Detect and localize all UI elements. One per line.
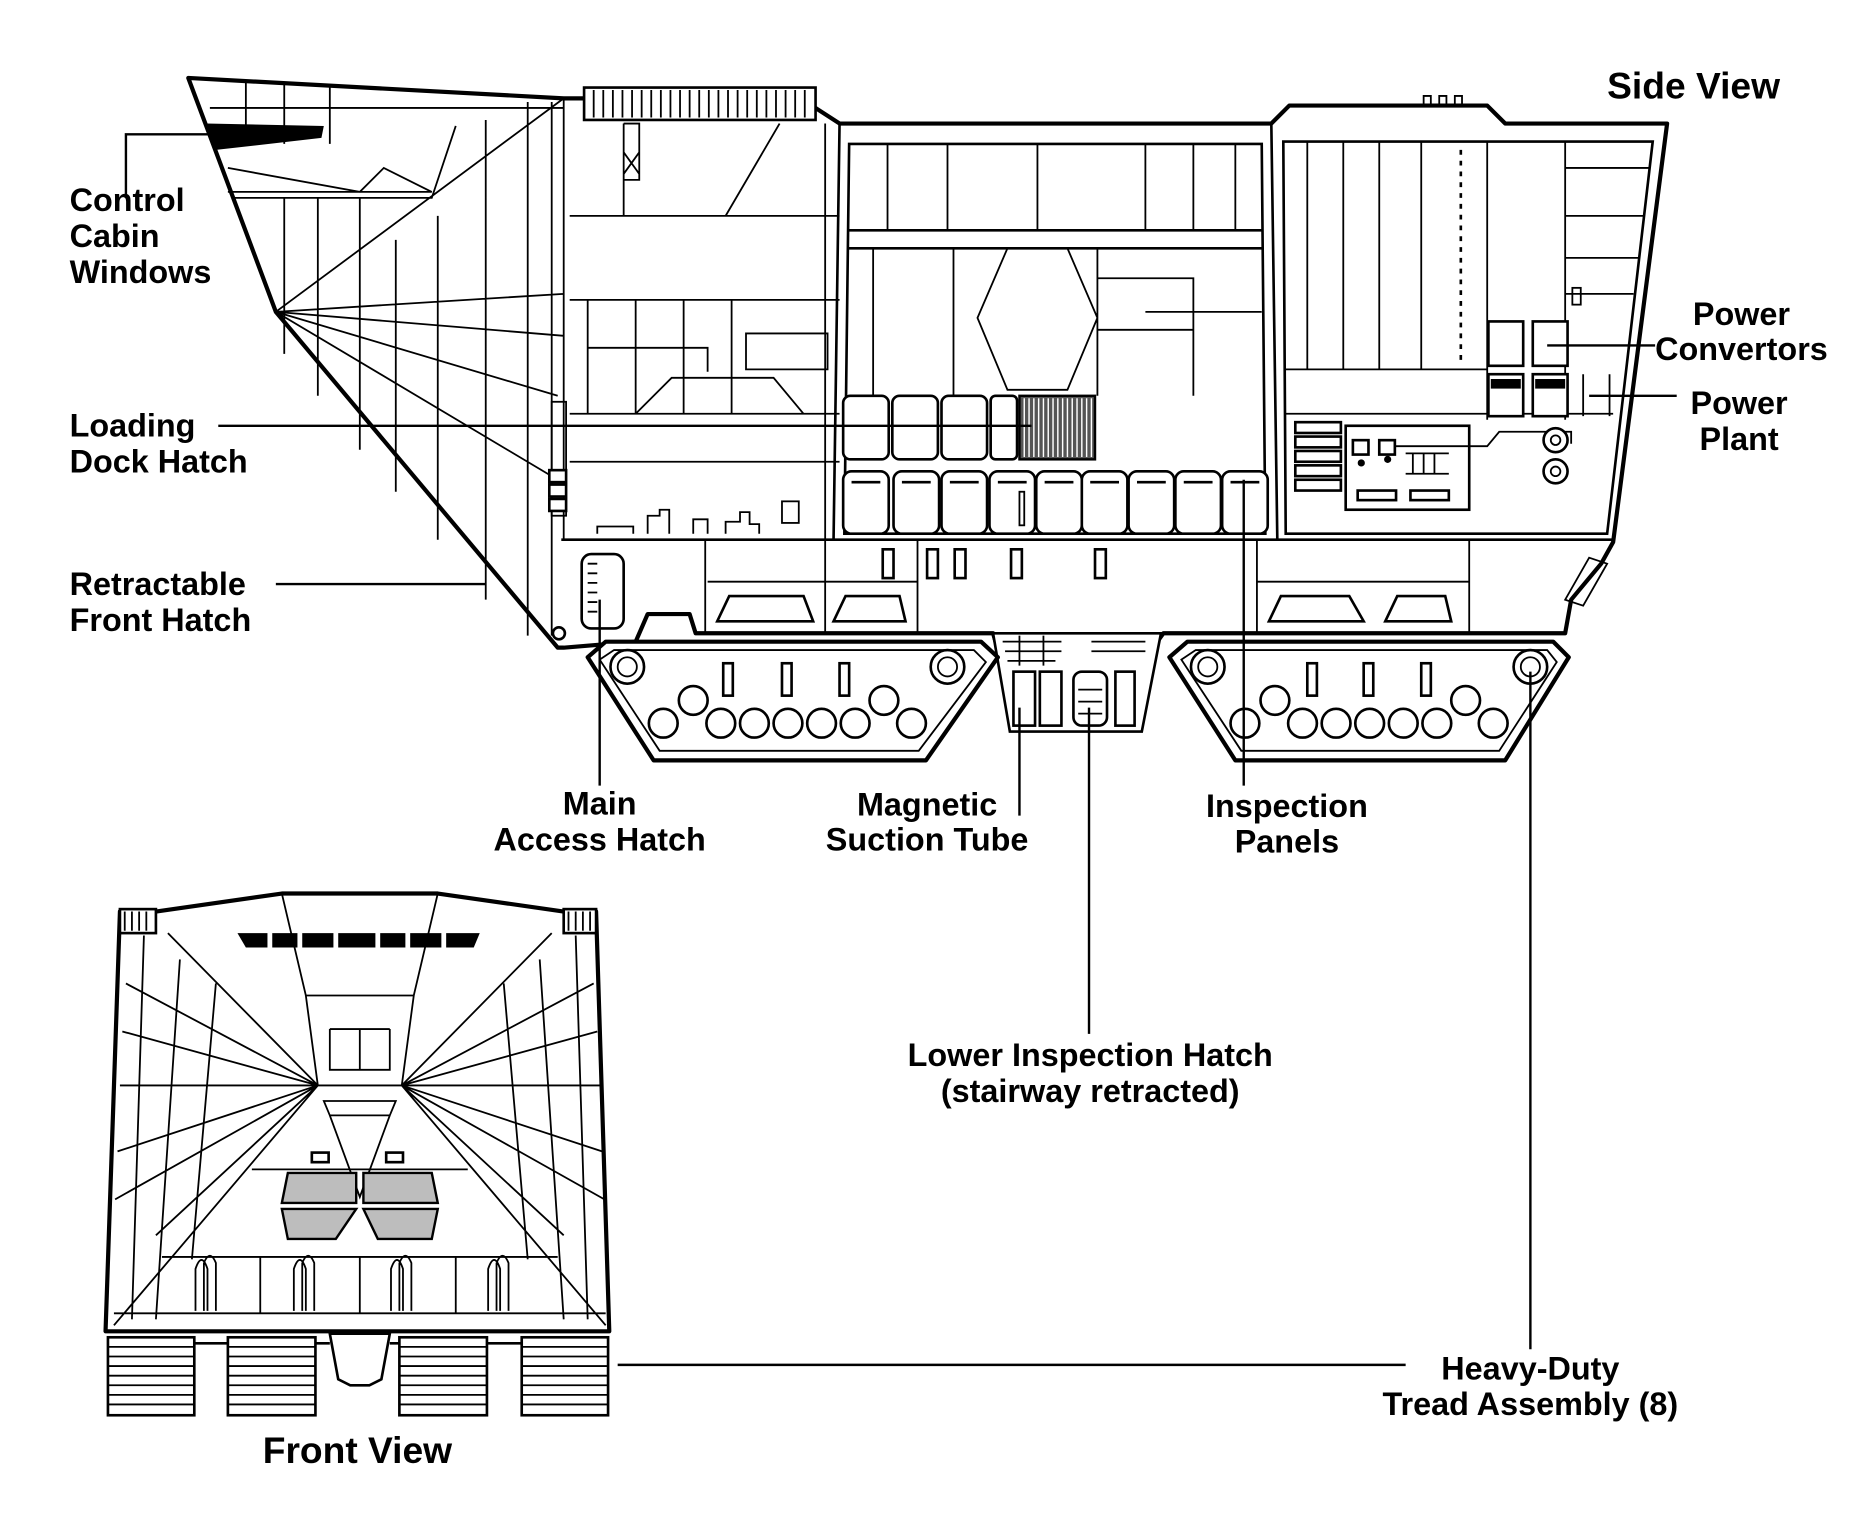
front-shaded-panel	[362, 1171, 440, 1205]
power-plant	[1293, 420, 1573, 512]
front-hull-outline	[103, 891, 612, 1334]
label-lower-inspection-hatch: Lower Inspection Hatch	[908, 1037, 1273, 1073]
label-control-cabin-windows: Cabin	[70, 218, 160, 254]
front-view-title: Front View	[263, 1429, 452, 1471]
label-retractable-front-hatch: Front Hatch	[70, 602, 252, 638]
front-view	[103, 891, 612, 1417]
label-main-access-hatch: Access Hatch	[493, 821, 705, 857]
inspection-panel-row	[841, 470, 1270, 536]
front-shaded-panel	[361, 1207, 440, 1241]
label-tread-assembly: Heavy-Duty	[1441, 1350, 1619, 1386]
tread-assembly-left	[585, 639, 1000, 763]
label-retractable-front-hatch: Retractable	[70, 566, 246, 602]
label-magnetic-suction-tube: Suction Tube	[826, 821, 1029, 857]
label-magnetic-suction-tube: Magnetic	[857, 787, 997, 823]
rear-section	[1281, 140, 1655, 536]
label-loading-dock-hatch: Dock Hatch	[70, 444, 248, 480]
leader-control-cabin-windows	[124, 133, 210, 198]
label-control-cabin-windows: Control	[70, 182, 185, 218]
tread-assembly-right	[1167, 639, 1571, 763]
magnetic-suction-tube	[991, 631, 1163, 733]
label-control-cabin-windows: Windows	[70, 254, 212, 290]
label-inspection-panels: Panels	[1235, 824, 1339, 860]
lower-hull	[580, 539, 1609, 634]
control-cabin	[206, 80, 568, 641]
front-shaded-panel	[280, 1207, 359, 1241]
middle-section	[832, 123, 1279, 540]
side-view	[186, 75, 1670, 763]
label-loading-dock-hatch: Loading	[70, 408, 196, 444]
labels: Side View Front View Control Cabin Windo…	[70, 64, 1828, 1471]
leader-lines	[124, 133, 1677, 1367]
label-lower-inspection-hatch: (stairway retracted)	[941, 1073, 1240, 1109]
front-cabin-windows	[237, 930, 480, 950]
label-main-access-hatch: Main	[563, 785, 637, 821]
upper-panels	[841, 394, 1097, 461]
main-access-hatch	[580, 552, 625, 630]
label-power-plant: Power	[1690, 385, 1788, 421]
label-tread-assembly: Tread Assembly (8)	[1383, 1386, 1679, 1422]
forward-section-panels	[569, 122, 840, 540]
power-convertors	[1487, 320, 1611, 418]
cabin-windows	[206, 123, 324, 150]
top-vent-grille	[582, 86, 817, 122]
label-power-convertors: Convertors	[1655, 331, 1828, 367]
label-inspection-panels: Inspection	[1206, 788, 1368, 824]
label-power-convertors: Power	[1693, 296, 1791, 332]
label-power-plant: Plant	[1699, 421, 1778, 457]
front-treads	[106, 1332, 610, 1417]
front-shaded-panel	[280, 1171, 358, 1205]
side-view-title: Side View	[1607, 64, 1780, 106]
